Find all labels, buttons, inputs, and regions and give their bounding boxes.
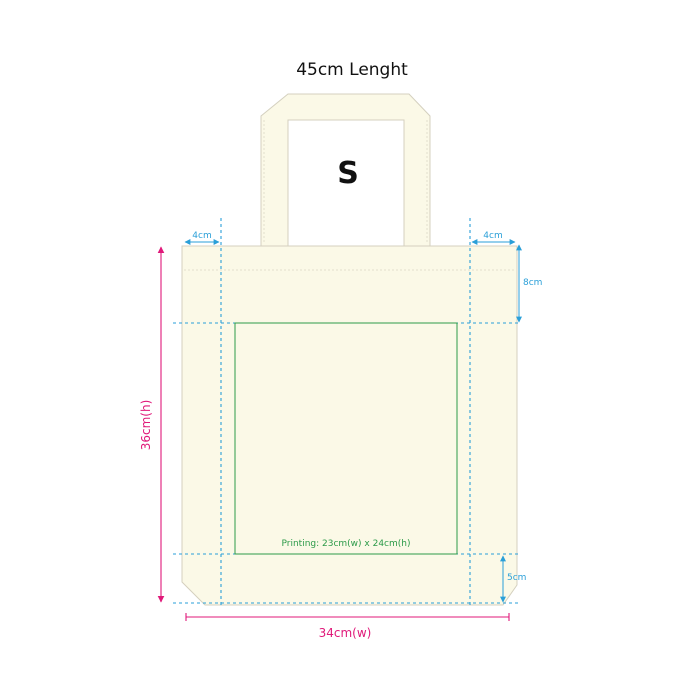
measure-left-margin: 4cm bbox=[184, 231, 220, 245]
cyan-guides bbox=[173, 218, 520, 607]
right-margin-label: 4cm bbox=[483, 231, 502, 241]
height-label: 36cm(h) bbox=[139, 400, 153, 451]
bottom-margin-label: 5cm bbox=[507, 573, 526, 583]
measure-top-margin: 8cm bbox=[516, 244, 542, 323]
top-margin-label: 8cm bbox=[523, 278, 542, 288]
bag-title: 45cm Lenght bbox=[296, 60, 408, 80]
size-label: S bbox=[337, 156, 359, 191]
left-margin-label: 4cm bbox=[192, 231, 211, 241]
print-area-label: Printing: 23cm(w) x 24cm(h) bbox=[281, 539, 410, 549]
print-area: Printing: 23cm(w) x 24cm(h) bbox=[234, 322, 458, 555]
measure-height: 36cm(h) bbox=[139, 246, 165, 603]
measure-width: 34cm(w) bbox=[185, 613, 510, 640]
measure-bottom-margin: 5cm bbox=[500, 555, 526, 603]
bag-body bbox=[181, 245, 518, 606]
width-label: 34cm(w) bbox=[319, 626, 372, 640]
bag-handle bbox=[260, 93, 431, 247]
measure-right-margin: 4cm bbox=[471, 231, 516, 245]
